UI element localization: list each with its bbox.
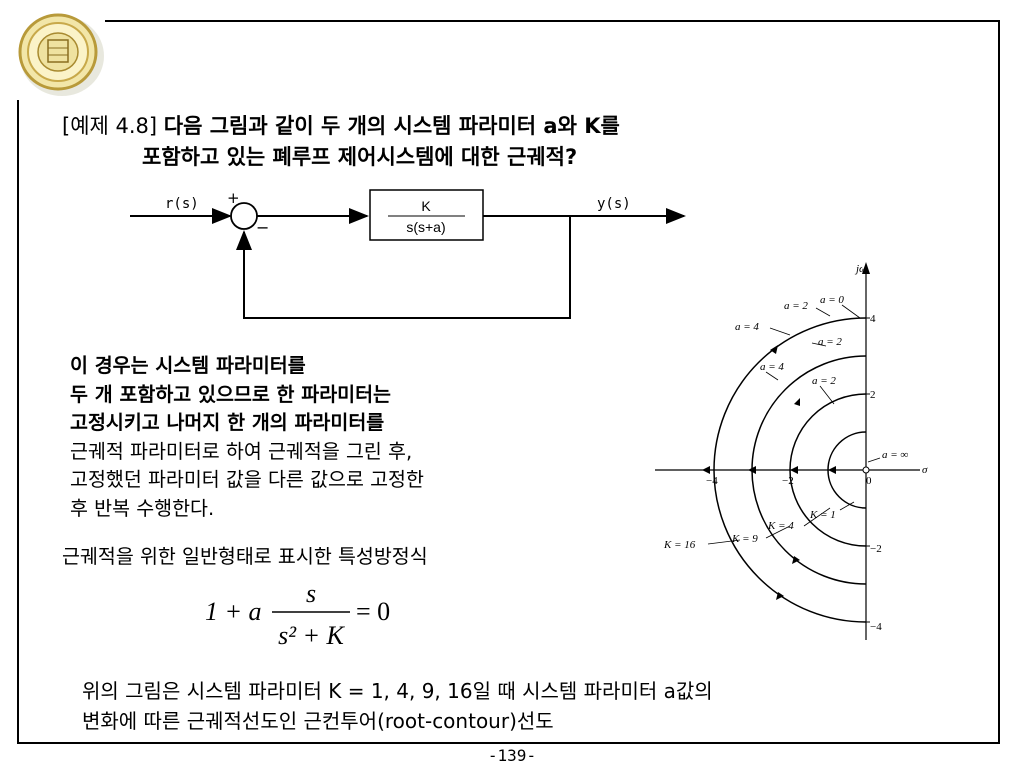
- a-label: a = 4: [760, 361, 784, 373]
- body-line: 두 개 포함하고 있으므로 한 파라미터는: [70, 382, 391, 406]
- a-label: a = 0: [820, 294, 844, 306]
- formula-denominator: s² + K: [278, 621, 345, 650]
- body-line: 고정시키고 나머지 한 개의 파라미터를: [70, 411, 385, 434]
- y-tick-label: 4: [870, 313, 876, 325]
- tf-numerator: K: [421, 198, 431, 214]
- caption-line2: 변화에 따른 근궤적선도인 근컨투어(root-contour)선도: [82, 709, 554, 733]
- formula-numerator: s: [306, 579, 316, 608]
- feedback-path: [236, 216, 571, 319]
- body-line: 고정했던 파라미터 값을 다른 값으로 고정한: [70, 468, 424, 491]
- block-diagram: r(s) y(s) + − K s(s+a): [130, 189, 686, 319]
- a-label: a = 2: [784, 300, 808, 312]
- frame-bottom-border: [17, 742, 1000, 744]
- x-tick-label: −2: [782, 475, 794, 487]
- title-line1: 다음 그림과 같이 두 개의 시스템 파라미터 a와 K를: [163, 114, 620, 138]
- axis-sigma-label: σ: [922, 464, 928, 476]
- frame-top-border: [105, 20, 1000, 22]
- x-tick-label: −4: [706, 475, 718, 487]
- title-prefix: [예제 4.8]: [62, 114, 164, 138]
- body-line: 후 반복 수행한다.: [70, 496, 215, 520]
- characteristic-equation: 1 + a s s² + K = 0: [205, 579, 390, 650]
- k-label: K = 1: [809, 509, 836, 521]
- a-label: a = 4: [735, 321, 759, 333]
- y-tick-label: −4: [870, 621, 882, 633]
- explanation-text: 이 경우는 시스템 파라미터를 두 개 포함하고 있으므로 한 파라미터는 고정…: [70, 352, 590, 523]
- k-label: K = 9: [731, 533, 758, 545]
- tf-denominator: s(s+a): [406, 219, 445, 235]
- university-seal-logo: [18, 13, 104, 96]
- a-label: a = ∞: [882, 449, 908, 461]
- plus-sign: +: [227, 189, 240, 207]
- k-label: K = 4: [767, 520, 794, 532]
- formula-lhs: 1 + a: [205, 597, 262, 626]
- frame-right-border: [998, 20, 1000, 744]
- title-line2: 포함하고 있는 폐루프 제어시스템에 대한 근궤적?: [142, 145, 578, 169]
- y-tick-label: 2: [870, 389, 876, 401]
- input-label: r(s): [165, 196, 199, 212]
- example-title: [예제 4.8] 다음 그림과 같이 두 개의 시스템 파라미터 a와 K를 포…: [62, 111, 822, 173]
- minus-sign: −: [256, 218, 269, 237]
- axis-jw-label: jω: [854, 263, 867, 275]
- root-contour-plot: jω σ a = 2 a = 0 a = 4 a = 2 a = 4 a = 2…: [655, 262, 928, 640]
- transfer-function-block: [369, 189, 484, 241]
- body-line: 근궤적 파라미터로 하여 근궤적을 그린 후,: [70, 439, 413, 463]
- body-line: 이 경우는 시스템 파라미터를: [70, 354, 306, 377]
- k-label: K = 16: [663, 539, 696, 551]
- page-number: -139-: [487, 746, 537, 765]
- a-label: a = 2: [818, 336, 842, 348]
- output-label: y(s): [597, 196, 631, 212]
- characteristic-equation-lead: 근궤적을 위한 일반형태로 표시한 특성방정식: [62, 545, 428, 568]
- a-label: a = 2: [812, 375, 836, 387]
- frame-left-border: [17, 100, 19, 744]
- caption-line1: 위의 그림은 시스템 파라미터 K = 1, 4, 9, 16일 때 시스템 파…: [82, 679, 713, 703]
- formula-rhs: = 0: [356, 597, 390, 626]
- y-tick-label: −2: [870, 543, 882, 555]
- figure-caption: 위의 그림은 시스템 파라미터 K = 1, 4, 9, 16일 때 시스템 파…: [82, 676, 962, 736]
- x-tick-label: 0: [866, 475, 872, 487]
